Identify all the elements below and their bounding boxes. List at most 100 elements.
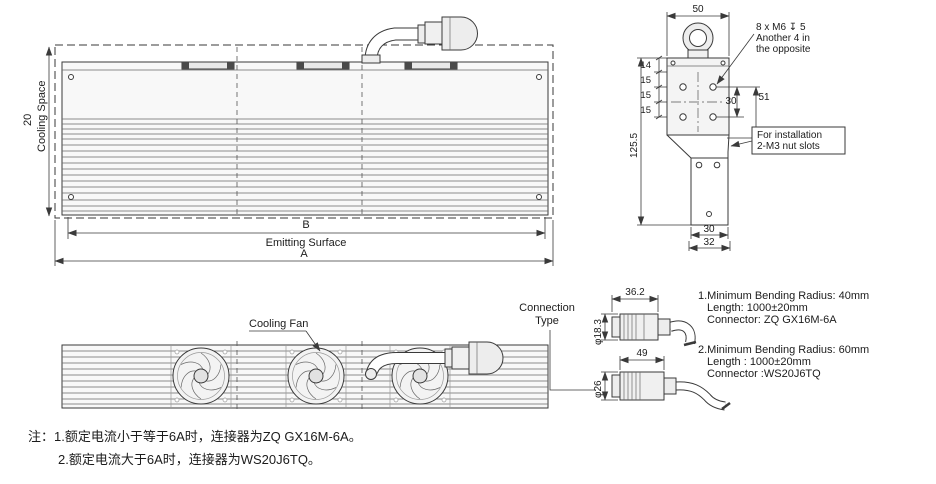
connector-type-1: 36.2 φ18.3 [593, 287, 697, 347]
spec-line: 2.Minimum Bending Radius: 60mm [698, 344, 869, 356]
connector-head [441, 16, 478, 51]
plug-body [619, 313, 659, 341]
slot-nut [227, 62, 234, 69]
plug-face [611, 316, 621, 338]
note-line-2: 2.额定电流大于6A时，连接器为WS20J6TQ。 [58, 452, 321, 467]
connector-type-2-spec: 2.Minimum Bending Radius: 60mm Length : … [698, 344, 869, 380]
note-line-1: 注：1.额定电流小于等于6A时，连接器为ZQ GX16M-6A。 [28, 429, 362, 444]
footnotes: 注：1.额定电流小于等于6A时，连接器为ZQ GX16M-6A。 2.额定电流大… [28, 429, 362, 467]
cooling-space-label: Cooling Space [36, 80, 48, 152]
cable-bend-core [668, 321, 695, 344]
leader-line [716, 33, 755, 85]
chain-ticks [655, 55, 663, 120]
spec-line: Length: 1000±20mm [707, 302, 808, 314]
mounting-slot [181, 61, 235, 70]
connector-type-1-spec: 1.Minimum Bending Radius: 40mm Length: 1… [698, 290, 869, 326]
install-note-line1: For installation [757, 130, 822, 141]
screw-hole [536, 74, 542, 80]
lower-column [666, 134, 730, 226]
dim-diameter-value: φ18.3 [593, 319, 604, 345]
spec-line: Length : 1000±20mm [707, 356, 811, 368]
connector-head [468, 341, 504, 375]
column-screw [695, 161, 703, 169]
cooling-space-boundary [54, 44, 554, 219]
dim-hole-offsets: 14 15 15 15 [640, 55, 667, 120]
slot-nut [182, 62, 189, 69]
cable-end [721, 402, 731, 410]
center-lines [671, 72, 725, 132]
connection-title-line1: Connection [519, 302, 575, 314]
plug-body [619, 371, 665, 401]
slot-nut [450, 62, 457, 69]
dim-cooling-space: 20 Cooling Space [22, 46, 53, 217]
screw-hole [68, 74, 74, 80]
m6-holes-note: 8 x M6 ↧ 5 Another 4 in the opposite [716, 22, 811, 85]
dim-overall-height: 125.5 [629, 57, 691, 226]
mounting-hole [679, 113, 687, 121]
connection-section: Connection Type 36.2 φ18.3 1.Minimum Ben… [519, 287, 869, 411]
fan-hub [193, 368, 209, 384]
connector-type-2: 49 φ26 [593, 348, 731, 411]
cable-gland [361, 54, 381, 64]
connector-ring-inner [689, 29, 707, 47]
knurl-lines [623, 372, 641, 400]
dim-50-value: 50 [692, 4, 704, 15]
leader-line [305, 330, 321, 352]
column-hole [706, 211, 712, 217]
plug-collar [657, 318, 671, 336]
power-cable-bottom [365, 341, 504, 380]
dim-bottom-32: 32 [703, 237, 715, 248]
slot-nut [297, 62, 304, 69]
cable-gland [365, 368, 377, 380]
extension-lines [654, 57, 667, 118]
connection-title-line2: Type [535, 315, 559, 327]
connector-ring [417, 24, 426, 44]
slot-nut [405, 62, 412, 69]
heatsink-fin-lines [62, 69, 548, 212]
spec-line: Connector :WS20J6TQ [707, 368, 821, 380]
m6-note-line2: Another 4 in [756, 33, 810, 44]
fan-ring [292, 352, 340, 400]
dim-cooling-gap-value: 20 [22, 114, 34, 126]
install-note: For installation 2-M3 nut slots [730, 126, 846, 155]
dim-width-top: 50 [666, 4, 730, 56]
section-break-lines [236, 47, 363, 216]
dim-offset-2: 15 [640, 75, 651, 86]
light-bar-body [61, 61, 549, 216]
cable-bend-core [675, 382, 726, 410]
screw-holes [68, 74, 542, 200]
screw-hole [720, 60, 726, 66]
plug-face [611, 374, 621, 398]
extension-lines [666, 12, 730, 56]
side-view: 50 14 15 15 15 125. [629, 4, 846, 252]
leader-line [730, 140, 753, 148]
dim-30-value: 30 [725, 96, 737, 107]
connector-barrel [424, 21, 443, 45]
screw-hole [536, 194, 542, 200]
cooling-fan-1 [172, 347, 230, 405]
mounting-slot [296, 61, 350, 70]
power-cable-front [361, 16, 478, 64]
note-box [751, 126, 846, 155]
dim-offset-3: 15 [640, 90, 651, 101]
bottom-view: Cooling Fan [61, 318, 549, 412]
screw-hole [68, 194, 74, 200]
spec-line: 1.Minimum Bending Radius: 40mm [698, 290, 869, 302]
front-view: 20 Cooling Space B Emitting Surface A [22, 16, 554, 266]
mounting-hole [709, 83, 717, 91]
knurl-lines [623, 314, 645, 340]
cable-end [683, 340, 697, 347]
dim-bottom: 30 32 [688, 224, 731, 252]
cooling-fan-label: Cooling Fan [249, 318, 308, 330]
screw-hole [670, 60, 676, 66]
dim-51-value: 51 [758, 92, 770, 103]
dim-125-value: 125.5 [629, 133, 640, 158]
slot-nut [342, 62, 349, 69]
fan-hub [308, 368, 324, 384]
dim-b-value: B [302, 219, 309, 231]
dim-bottom-30: 30 [703, 224, 715, 235]
column-screw [713, 161, 721, 169]
connector-barrel [451, 346, 470, 370]
dim-a-value: A [300, 248, 308, 260]
